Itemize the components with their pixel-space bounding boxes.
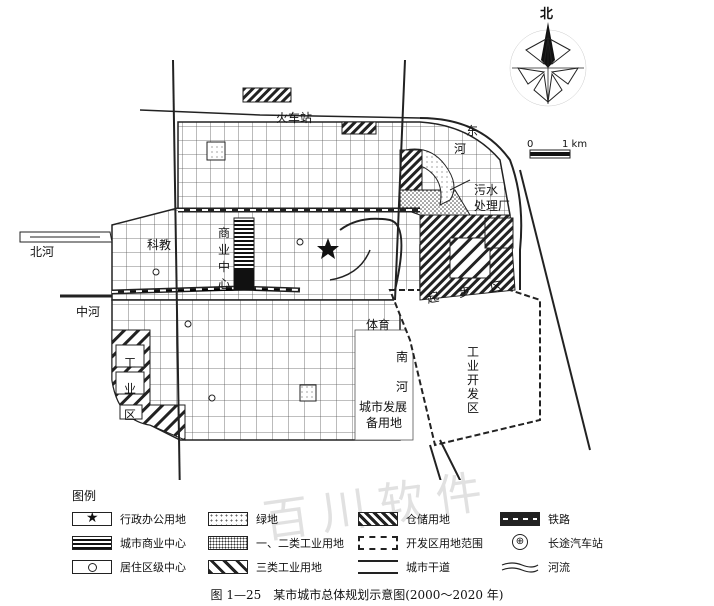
city-plan-map <box>19 22 591 480</box>
scale-km: 1 km <box>562 139 588 150</box>
legend-item-label: 河流 <box>548 561 570 574</box>
residential-center-icon <box>152 268 160 276</box>
sewage-label-2: 处理厂 <box>474 199 511 213</box>
science-edu-label: 科教 <box>147 238 172 252</box>
industrial-west-box3 <box>119 404 143 420</box>
green-land <box>206 141 226 161</box>
scale-zero: 0 <box>527 139 534 150</box>
road-curve-2 <box>329 249 371 281</box>
arterial-e <box>519 169 591 451</box>
sewage-arrow <box>449 179 471 191</box>
compass-rose <box>509 22 587 107</box>
legend-item: 城市干道 <box>358 558 450 576</box>
star-icon: ★ <box>72 510 112 526</box>
road-curve-1 <box>339 217 403 291</box>
arterial-n <box>394 59 406 301</box>
commercial-center-label: 商业中心 <box>217 226 230 291</box>
sewage-label-1: 污水 <box>474 183 499 197</box>
legend-item: 开发区用地范围 <box>358 534 483 552</box>
legend-item-label: 开发区用地范围 <box>406 537 483 550</box>
residential-center-icon <box>184 320 192 328</box>
sports-label: 体育 <box>366 318 391 332</box>
legend-item: ⊕ 长途汽车站 <box>500 534 603 552</box>
station-storage-2 <box>341 121 377 135</box>
industrial-zone-label: 工业区 <box>123 356 136 422</box>
river-icon <box>500 560 540 574</box>
green-land <box>299 384 317 402</box>
legend-item: 三类工业用地 <box>208 558 322 576</box>
legend-item-label: 铁路 <box>548 513 570 526</box>
industrial-west-box1 <box>115 344 145 368</box>
reserve-label-2: 备用地 <box>366 416 403 430</box>
east-river-label-1: 东 <box>466 124 479 138</box>
reserve-land <box>354 329 414 441</box>
middle-river-label: 中河 <box>76 305 101 319</box>
north-river-label: 北河 <box>30 245 55 259</box>
admin-office-icon <box>317 238 339 259</box>
legend-item-label: 城市商业中心 <box>120 537 186 550</box>
dots-sparse-icon <box>208 512 248 526</box>
commercial-center-block <box>234 270 254 290</box>
circle-icon <box>72 560 112 574</box>
hatch-wide-icon <box>208 560 248 574</box>
train-station-label: 火车站 <box>276 111 313 125</box>
legend-item: 河流 <box>500 558 570 576</box>
station-storage <box>242 87 292 103</box>
railway-icon <box>500 512 540 526</box>
legend-item: 一、二类工业用地 <box>208 534 344 552</box>
hatch-dense-icon <box>358 512 398 526</box>
scale-bar <box>529 149 571 159</box>
legend-item-label: 仓储用地 <box>406 513 450 526</box>
legend-item: 仓储用地 <box>358 510 450 528</box>
legend-item: ★ 行政办公用地 <box>72 510 186 528</box>
legend-item-label: 居住区级中心 <box>120 561 186 574</box>
legend-item-label: 一、二类工业用地 <box>256 537 344 550</box>
legend-item-label: 三类工业用地 <box>256 561 322 574</box>
legend-item-label: 长途汽车站 <box>548 537 603 550</box>
storage-north <box>399 149 423 191</box>
legend-item: 绿地 <box>208 510 278 528</box>
legend-item: 铁路 <box>500 510 570 528</box>
storage-ne <box>484 217 514 249</box>
legend-item: 居住区级中心 <box>72 558 186 576</box>
residential-center-icon <box>296 238 304 246</box>
dashed-border-icon <box>358 536 398 550</box>
legend-title: 图例 <box>72 489 97 503</box>
industrial-west-box2 <box>115 371 145 395</box>
figure-caption: 图 1—25 某市城市总体规划示意图(2000～2020 年) <box>210 588 504 602</box>
arterial-nw <box>172 59 181 480</box>
dots-dense-icon <box>208 536 248 550</box>
railway-east-curve <box>419 117 523 290</box>
east-river-label-2: 河 <box>454 142 467 156</box>
dev-zone-label: 工业开发区 <box>466 345 479 415</box>
arterial-se <box>439 439 462 480</box>
startup-hatch-2 <box>449 237 491 279</box>
bus-station-icon: ⊕ <box>500 534 540 550</box>
legend-item-label: 城市干道 <box>406 561 450 574</box>
stripe-black-icon <box>72 536 112 550</box>
residential-center-icon <box>208 394 216 402</box>
legend-item-label: 绿地 <box>256 513 278 526</box>
railway-north <box>139 109 421 119</box>
double-line-icon <box>358 560 398 574</box>
north-label: 北 <box>540 7 554 22</box>
arterial-s <box>429 444 442 480</box>
legend-item-label: 行政办公用地 <box>120 513 186 526</box>
south-river-label: 南河 <box>395 350 408 394</box>
legend-item: 城市商业中心 <box>72 534 186 552</box>
reserve-label-1: 城市发展 <box>359 400 408 414</box>
